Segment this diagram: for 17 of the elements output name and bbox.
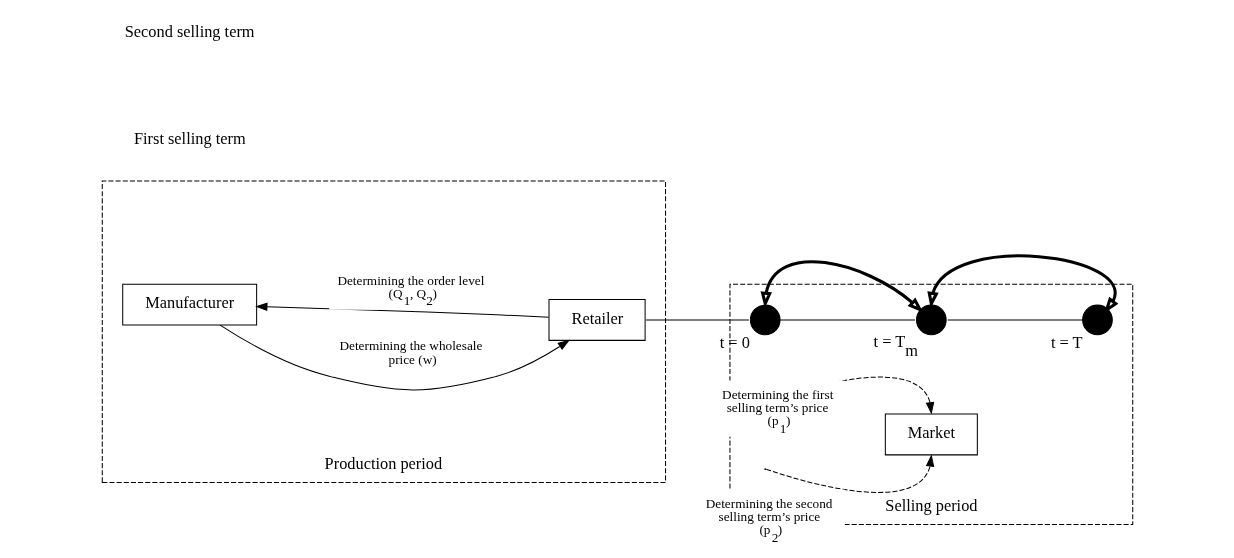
node-box: Manufacturer (121, 283, 257, 326)
node-circle (1081, 304, 1113, 336)
node-box: Retailer (548, 299, 646, 341)
arrow (219, 324, 570, 391)
node-circle (749, 304, 781, 336)
connector (946, 319, 1083, 321)
node-box: Market (884, 413, 978, 456)
label: Second selling term (124, 21, 255, 41)
node-label: t = T (1050, 332, 1083, 352)
arrow (765, 454, 934, 493)
arrow (254, 302, 549, 318)
label: First selling term (133, 128, 246, 148)
node-circle (915, 304, 947, 336)
connector (779, 319, 915, 321)
connector (645, 319, 749, 321)
edge-label: Determining the wholesale price (w) (338, 337, 482, 368)
arrow (760, 260, 923, 313)
